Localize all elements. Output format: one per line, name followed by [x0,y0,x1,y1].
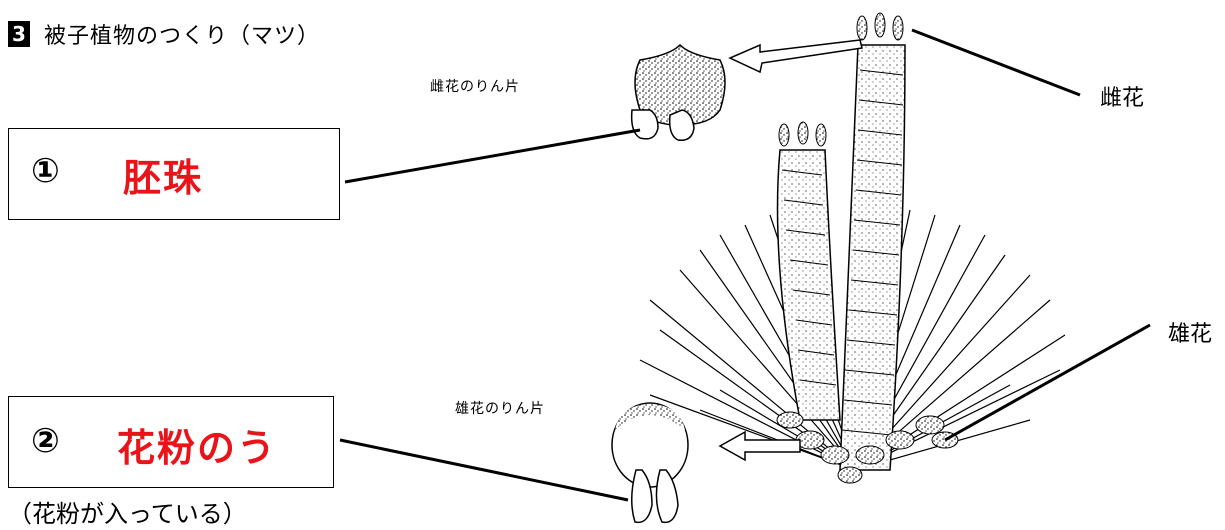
answer-number-1: ① [31,151,60,191]
female-scale-label: 雌花のりん片 [430,79,520,95]
male-cluster [776,411,959,484]
side-shoot [776,121,841,421]
answer-number-2: ② [31,421,60,461]
pointer-lines [339,28,1151,502]
answer-box-pollen-sac: ② 花粉のう [8,396,334,488]
male-scale-drawing [611,402,689,524]
answer-ovule-text: 胚珠 [123,156,204,200]
male-flower-label: 雄花 [1168,322,1213,347]
male-scale-label: 雄花のりん片 [455,401,545,417]
female-flower-label: 雌花 [1100,86,1145,111]
pollen-note: （花粉が入っている） [8,500,247,528]
arrow-female [728,39,863,74]
answer-box-ovule: ① 胚珠 [8,128,340,220]
answer-pollen-sac-text: 花粉のう [117,426,278,470]
arrow-male [718,430,801,462]
section-header: 3 被子植物のつくり（マツ） [8,18,320,50]
question-number-badge: 3 [8,21,30,47]
female-scale-drawing [630,43,726,141]
main-shoot [839,12,906,471]
section-title: 被子植物のつくり（マツ） [44,24,321,49]
